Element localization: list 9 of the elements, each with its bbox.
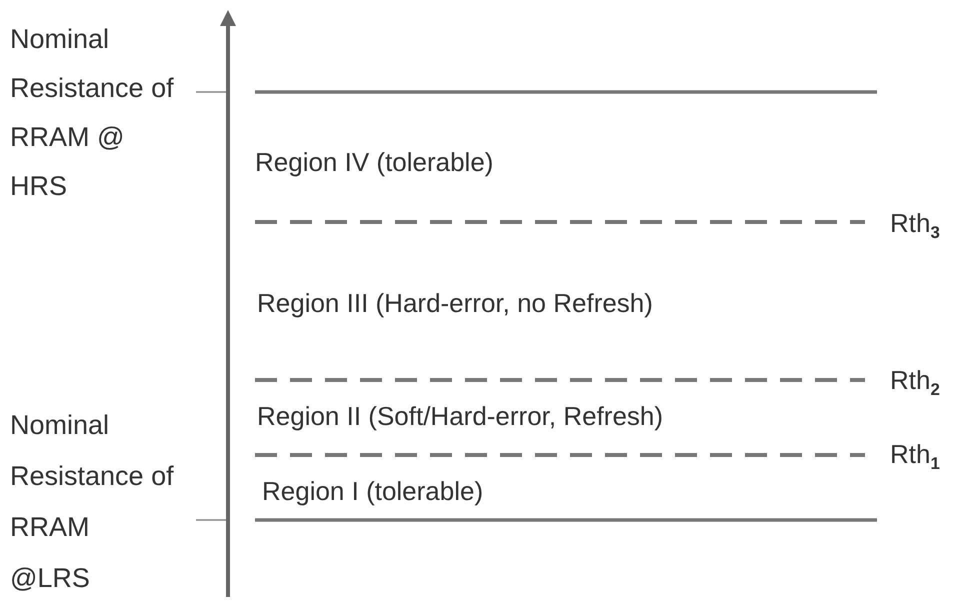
axis-label: Nominal Resistance of RRAM @LRS [10, 409, 175, 595]
region-label: Region I (tolerable) [262, 475, 484, 507]
threshold-label: Rth$_{2}$ [890, 364, 940, 402]
region-label: Region II (Soft/Hard-error, Refresh) [257, 400, 664, 432]
threshold-label: Rth$_{3}$ [890, 207, 940, 244]
threshold-label: Rth$_{1}$ [890, 438, 940, 476]
region-label: Region IV (tolerable) [255, 146, 494, 178]
region-label: Region III (Hard-error, no Refresh) [257, 287, 653, 319]
axis-label: Nominal Resistance of RRAM @ HRS [10, 23, 175, 203]
